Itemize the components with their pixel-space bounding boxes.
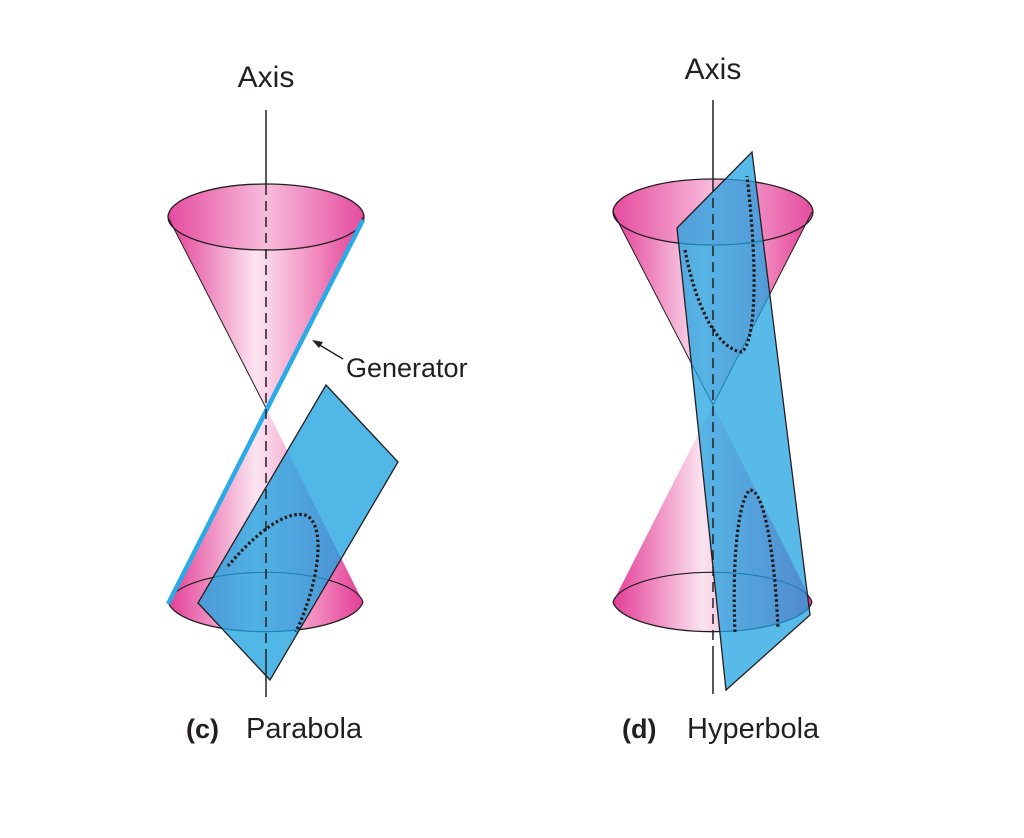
hyperbola-upper-branch (683, 175, 756, 354)
caption-title: Hyperbola (687, 713, 820, 745)
hyperbola-lower-branch (732, 488, 780, 633)
axis-label: Axis (685, 53, 742, 86)
cutting-plane (676, 150, 811, 692)
parabola-figure: Axis Generator (c) Parabola (165, 61, 468, 745)
generator-arrow (312, 340, 344, 360)
caption-title: Parabola (246, 713, 363, 745)
caption-letter: (c) (186, 714, 219, 744)
generator-label: Generator (346, 353, 468, 383)
axis-label: Axis (238, 61, 295, 94)
parabola-curve (226, 512, 320, 633)
caption-letter: (d) (622, 714, 656, 744)
cutting-plane (197, 383, 399, 682)
hyperbola-figure: Axis (d) Hyperbola (612, 53, 820, 745)
